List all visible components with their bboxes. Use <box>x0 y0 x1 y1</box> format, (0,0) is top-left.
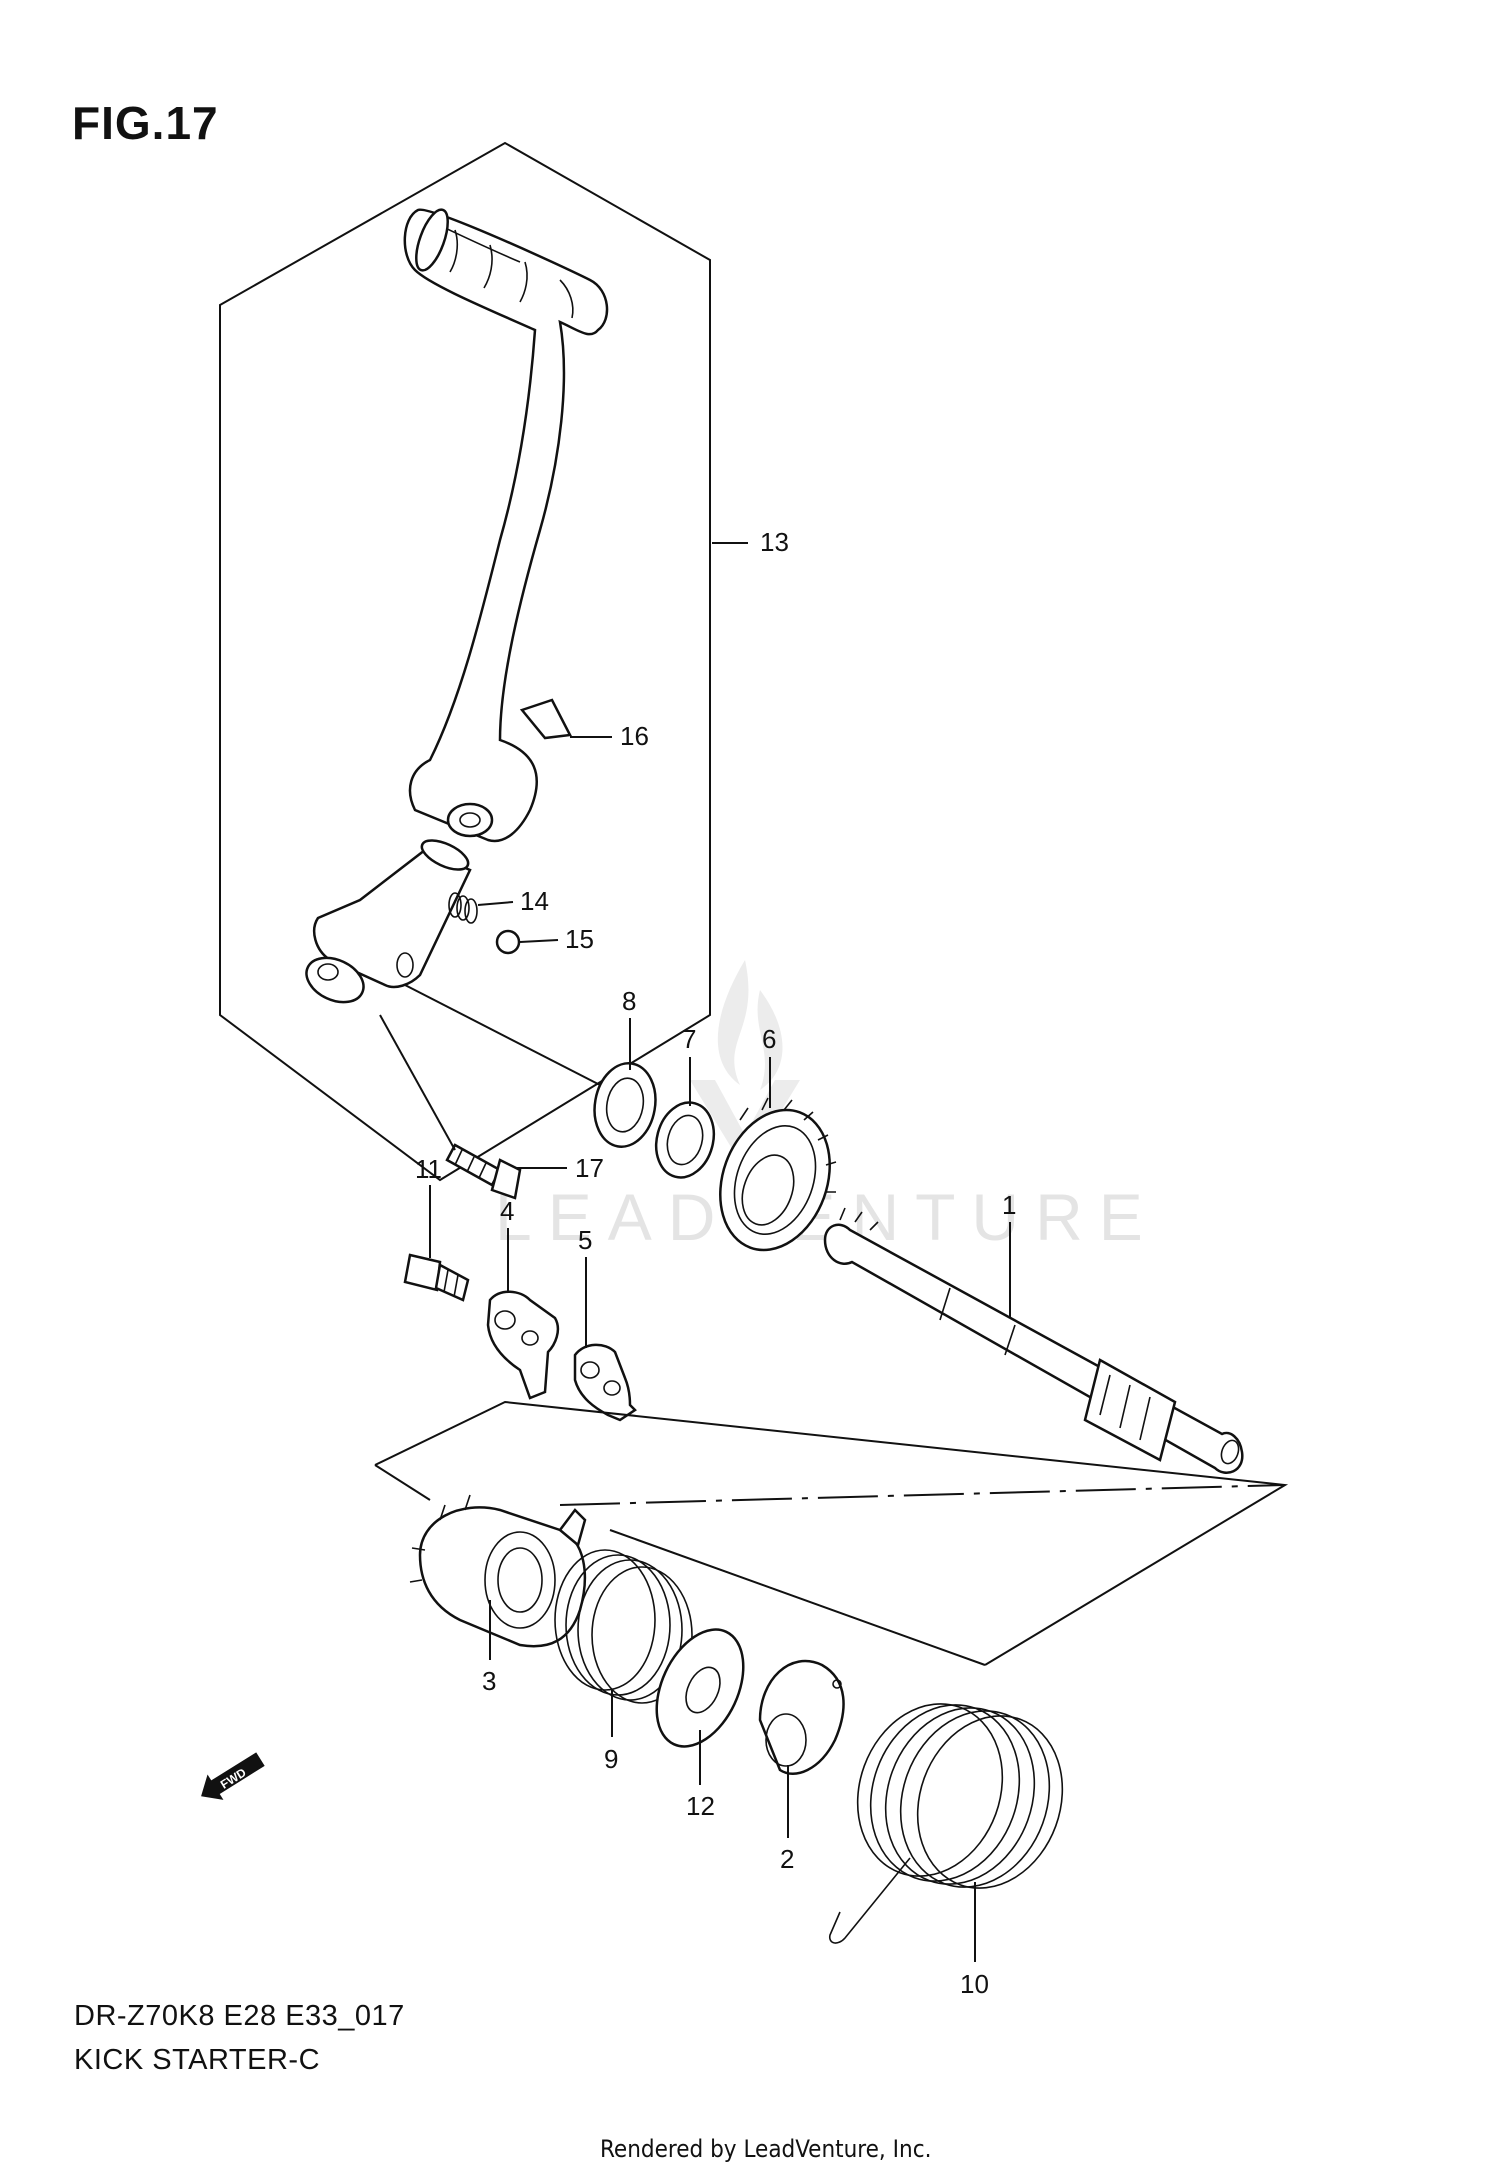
kick-shaft-1 <box>823 1207 1244 1474</box>
callout-15: 15 <box>565 924 594 954</box>
kick-gear-6 <box>719 1097 837 1252</box>
return-spring-10 <box>828 1703 1064 1944</box>
callout-8: 8 <box>622 986 636 1016</box>
spring-9 <box>554 1549 693 1704</box>
bolt-11 <box>403 1253 470 1302</box>
alignment-line-bolt <box>379 1014 456 1151</box>
callout-9: 9 <box>604 1744 618 1774</box>
bolt-17 <box>445 1143 522 1200</box>
callout-10: 10 <box>960 1969 989 1999</box>
ball-15 <box>495 929 521 955</box>
kick-lever-boss <box>305 839 472 1004</box>
guide-plate-5 <box>573 1343 637 1422</box>
callout-labels: 13 16 14 15 8 7 6 17 11 4 5 1 3 9 12 2 1… <box>415 527 1016 1999</box>
leader-lines <box>429 542 1011 1962</box>
callout-11: 11 <box>415 1154 442 1184</box>
callout-14: 14 <box>520 886 549 916</box>
callout-13: 13 <box>760 527 789 557</box>
sub-assembly-lower-edge <box>609 1529 986 1666</box>
callout-1: 1 <box>1002 1190 1016 1220</box>
diagram-name: KICK STARTER-C <box>74 2044 321 2076</box>
alignment-line-shaft <box>404 984 601 1086</box>
forward-direction-badge: FWD <box>201 1752 265 1800</box>
oil-seal-8 <box>593 1062 657 1148</box>
callout-3: 3 <box>482 1666 496 1696</box>
render-credit: Rendered by LeadVenture, Inc. <box>600 2135 932 2163</box>
washer-7 <box>654 1101 716 1179</box>
callout-6: 6 <box>762 1024 776 1054</box>
sub-assembly-dashed-axis <box>559 1484 1286 1506</box>
callout-2: 2 <box>780 1844 794 1874</box>
guide-plate-4 <box>486 1290 560 1400</box>
callout-12: 12 <box>686 1791 715 1821</box>
spring-14 <box>448 892 478 924</box>
callout-7: 7 <box>682 1024 696 1054</box>
callout-17: 17 <box>575 1153 604 1183</box>
guide-2 <box>758 1659 845 1775</box>
washer-12 <box>655 1628 745 1748</box>
callout-5: 5 <box>578 1225 592 1255</box>
figure-title: FIG.17 <box>72 97 219 149</box>
callout-4: 4 <box>500 1196 514 1226</box>
sub-assembly-boundary <box>374 1400 1289 1666</box>
model-code: DR-Z70K8 E28 E33_017 <box>74 2000 405 2032</box>
kick-lever <box>403 208 609 843</box>
clip-16 <box>519 698 572 740</box>
callout-16: 16 <box>620 721 649 751</box>
ratchet-3 <box>409 1494 587 1648</box>
assembly-boundary-hexagon <box>219 141 711 1182</box>
